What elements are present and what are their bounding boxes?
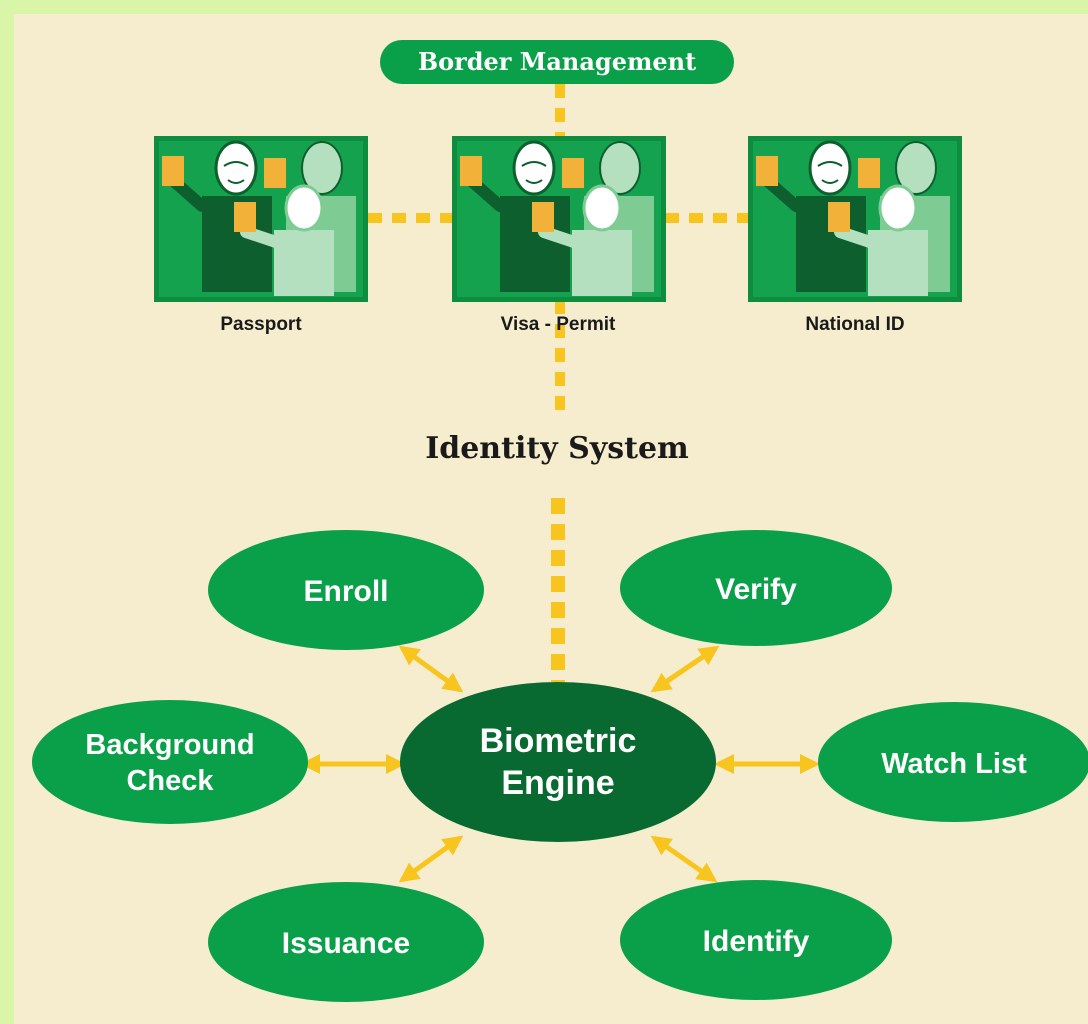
enroll-node: Enroll [208,530,484,650]
verify-node: Verify [620,530,892,646]
watch-list-node: Watch List [818,702,1088,822]
national-id-label: National ID [805,314,904,335]
visa-permit-label: Visa - Permit [501,314,616,335]
people-with-documents-icon [452,136,666,302]
verify-label: Verify [715,573,797,606]
people-with-documents-icon [748,136,962,302]
identify-node: Identify [620,880,892,1000]
background-check-node: Background Check [32,700,308,824]
arrow-enroll [398,645,464,693]
visa-permit-card: Visa - Permit [452,136,666,335]
arrow-verify [650,645,720,693]
passport-card: Passport [154,136,368,335]
issuance-label: Issuance [282,927,410,960]
background-label-line2: Check [126,765,214,797]
identity-system-title: Identity System [425,431,689,466]
border-management-pill: Border Management [380,40,734,84]
background-label-line1: Background [85,729,254,761]
national-id-card: National ID [748,136,962,335]
double-arrow-icon [300,645,820,883]
border-management-label: Border Management [418,47,696,76]
issuance-node: Issuance [208,882,484,1002]
engine-label-line1: Biometric [480,722,637,760]
arrow-issuance [398,835,464,883]
enroll-label: Enroll [303,575,388,608]
identify-label: Identify [703,925,810,958]
watch-list-label: Watch List [881,748,1027,780]
engine-label-line2: Engine [501,764,614,802]
biometric-engine-node: Biometric Engine [400,682,716,842]
passport-label: Passport [220,314,302,335]
people-with-documents-icon [154,136,368,302]
arrow-identify [650,835,718,883]
